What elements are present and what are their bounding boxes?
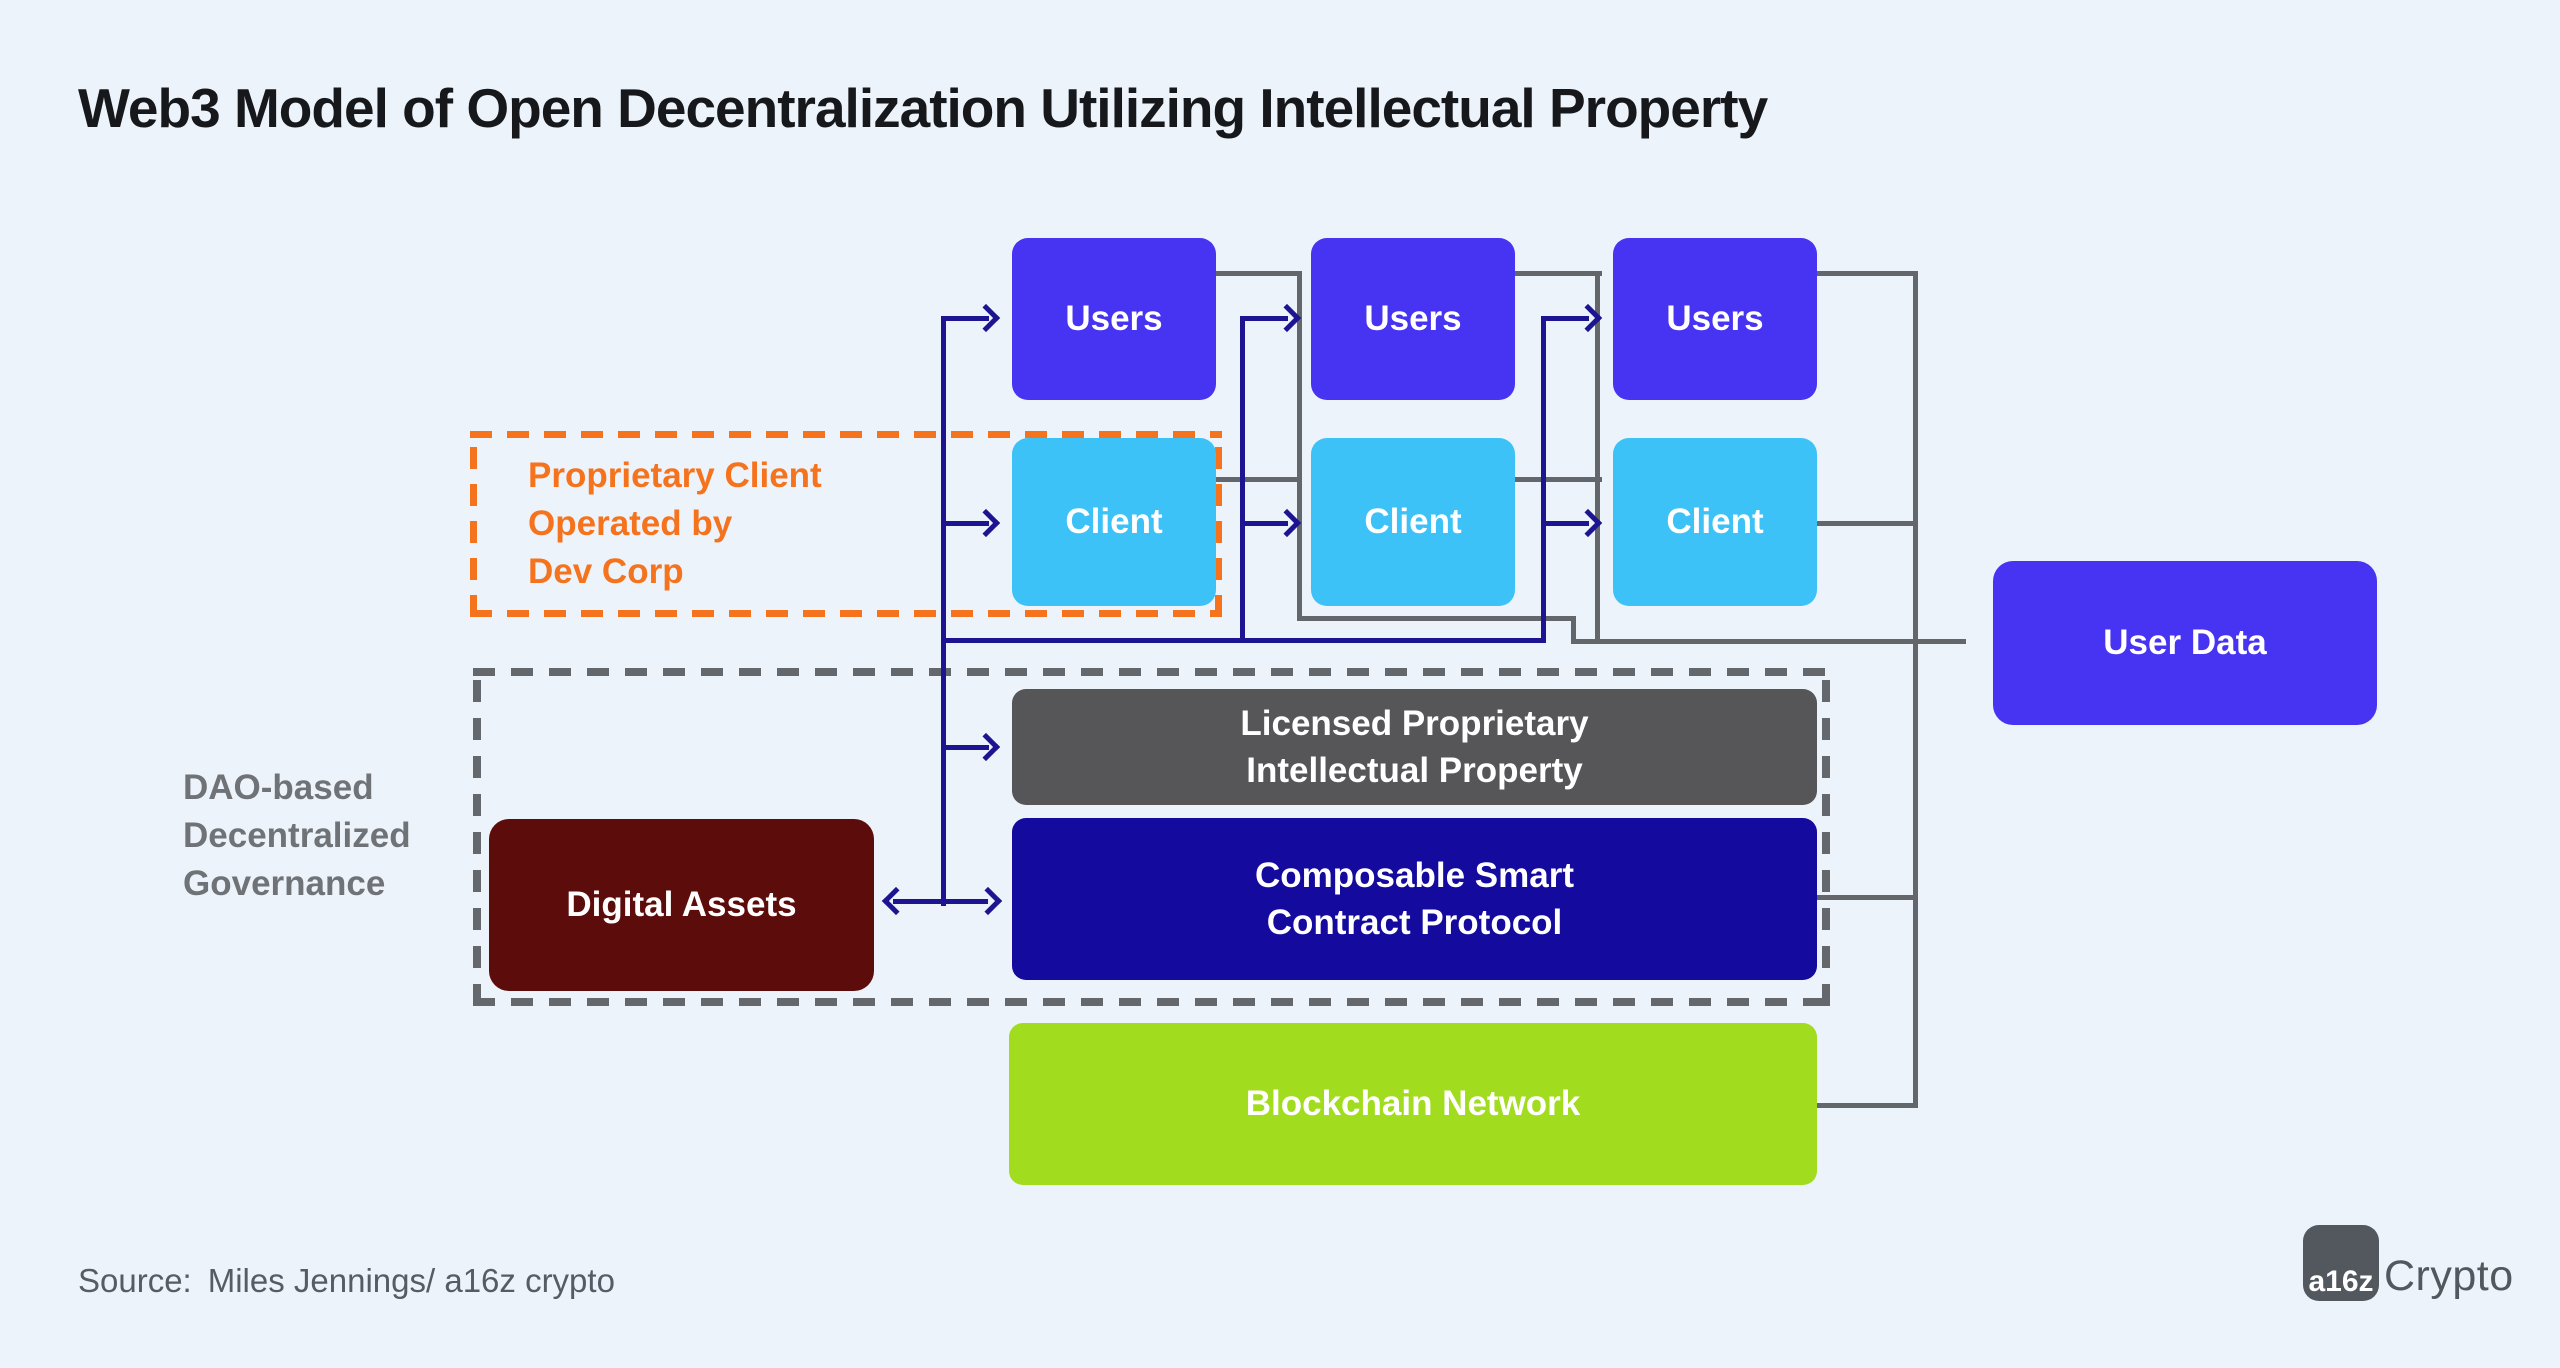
licensed-ip-line2: Intellectual Property — [1246, 751, 1583, 790]
connector-users1-right — [1214, 271, 1302, 276]
client-label: Client — [1364, 502, 1462, 541]
users-label: Users — [1065, 299, 1163, 338]
navy-horizontal-bus — [941, 638, 1546, 643]
dao-note-line2: Decentralized — [183, 816, 411, 855]
double-arrow-assets-protocol — [893, 899, 988, 904]
navy-bus-1 — [941, 316, 946, 906]
client-box-2: Client — [1311, 438, 1515, 606]
smart-contract-protocol-box: Composable Smart Contract Protocol — [1012, 818, 1817, 980]
users-box-2: Users — [1311, 238, 1515, 400]
licensed-ip-line1: Licensed Proprietary — [1240, 704, 1589, 743]
protocol-line2: Contract Protocol — [1266, 903, 1563, 942]
a16z-logo-text: a16z — [2308, 1265, 2374, 1298]
dao-note-line3: Governance — [183, 864, 386, 903]
user-data-label: User Data — [2103, 623, 2267, 662]
protocol-line1: Composable Smart — [1255, 856, 1574, 895]
client-label: Client — [1666, 502, 1764, 541]
arrow-to-client1 — [941, 521, 989, 526]
digital-assets-label: Digital Assets — [566, 885, 797, 924]
proprietary-note-line2: Operated by — [528, 504, 733, 543]
connector-protocol-right — [1815, 895, 1915, 900]
a16z-logo-mark: a16z — [2303, 1225, 2379, 1301]
client-box-1: Client — [1012, 438, 1216, 606]
navy-bus-2 — [1240, 316, 1245, 643]
user-data-box: User Data — [1993, 561, 2377, 725]
connector-drop-column2 — [1595, 271, 1600, 644]
blockchain-network-box: Blockchain Network — [1009, 1023, 1817, 1185]
connector-right-bus — [1913, 271, 1918, 1108]
connector-blockchain-right — [1815, 1103, 1915, 1108]
arrow-to-users1 — [941, 316, 989, 321]
proprietary-client-note: Proprietary Client Operated by Dev Corp — [528, 452, 822, 596]
licensed-ip-box: Licensed Proprietary Intellectual Proper… — [1012, 689, 1817, 805]
client-box-3: Client — [1613, 438, 1817, 606]
users-box-3: Users — [1613, 238, 1817, 400]
arrow-to-client2 — [1240, 521, 1288, 526]
page-title: Web3 Model of Open Decentralization Util… — [78, 77, 1768, 139]
client-label: Client — [1065, 502, 1163, 541]
connector-under-clients — [1297, 616, 1576, 621]
proprietary-note-line3: Dev Corp — [528, 552, 684, 591]
users-box-1: Users — [1012, 238, 1216, 400]
connector-drop-column1 — [1297, 271, 1302, 621]
arrowhead-icon — [971, 303, 1001, 333]
connector-step-down — [1571, 616, 1576, 644]
arrow-to-users3 — [1541, 316, 1589, 321]
dao-note-line1: DAO-based — [183, 768, 374, 807]
source-attribution: Source: Miles Jennings/ a16z crypto — [78, 1262, 615, 1300]
arrow-to-users2 — [1240, 316, 1288, 321]
connector-to-user-data — [1571, 639, 1966, 644]
navy-bus-3 — [1541, 316, 1546, 643]
connector-users3-right — [1815, 271, 1918, 276]
arrow-to-client3 — [1541, 521, 1589, 526]
a16z-logo-wordmark: Crypto — [2384, 1252, 2514, 1300]
blockchain-label: Blockchain Network — [1245, 1084, 1581, 1123]
connector-client1-right — [1214, 477, 1302, 482]
arrow-to-licensed-ip — [941, 745, 989, 750]
proprietary-note-line1: Proprietary Client — [528, 456, 822, 495]
users-label: Users — [1364, 299, 1462, 338]
connector-client3-right — [1815, 521, 1918, 526]
users-label: Users — [1666, 299, 1764, 338]
digital-assets-box: Digital Assets — [489, 819, 874, 991]
source-label: Source: — [78, 1262, 192, 1299]
connector-client2-right — [1513, 477, 1602, 482]
connector-users2-right — [1513, 271, 1602, 276]
dao-governance-note: DAO-based Decentralized Governance — [183, 764, 411, 908]
source-text: Miles Jennings/ a16z crypto — [207, 1262, 615, 1299]
